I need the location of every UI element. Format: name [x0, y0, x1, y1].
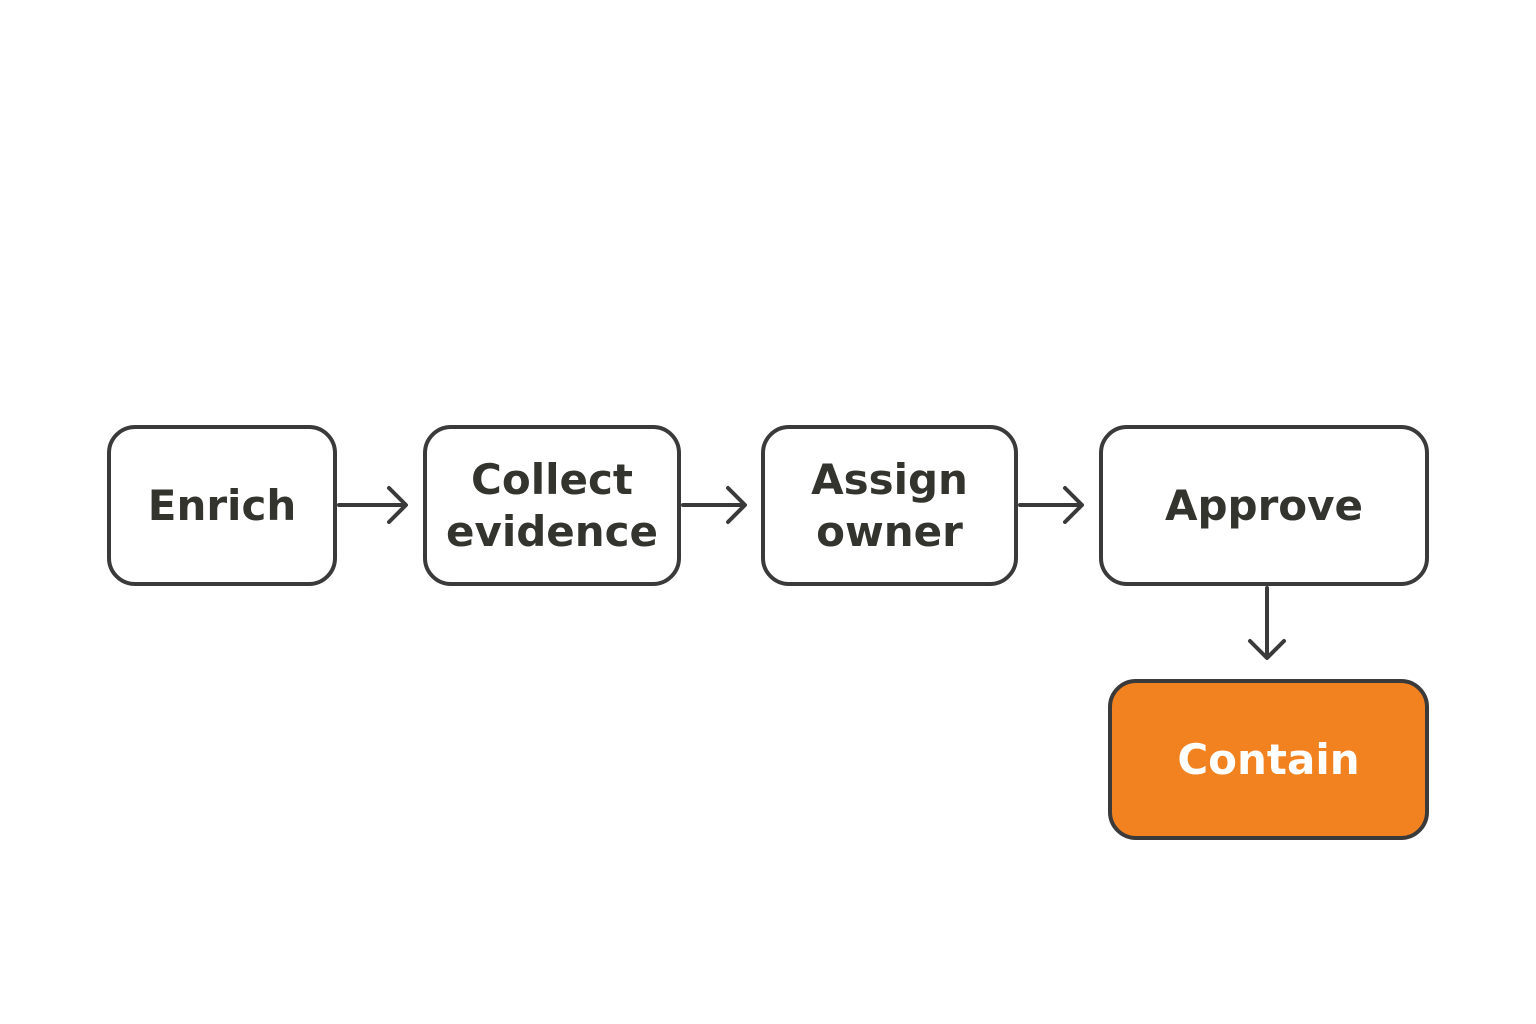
node-collect-evidence: Collect evidence — [423, 425, 681, 586]
edge-assign-to-approve — [1018, 486, 1084, 524]
node-contain: Contain — [1108, 679, 1429, 840]
edge-approve-to-contain — [1248, 586, 1286, 660]
edge-enrich-to-collect — [337, 486, 408, 524]
node-assign-owner: Assign owner — [761, 425, 1018, 586]
node-approve: Approve — [1099, 425, 1429, 586]
edge-collect-to-assign — [681, 486, 747, 524]
node-enrich: Enrich — [107, 425, 337, 586]
